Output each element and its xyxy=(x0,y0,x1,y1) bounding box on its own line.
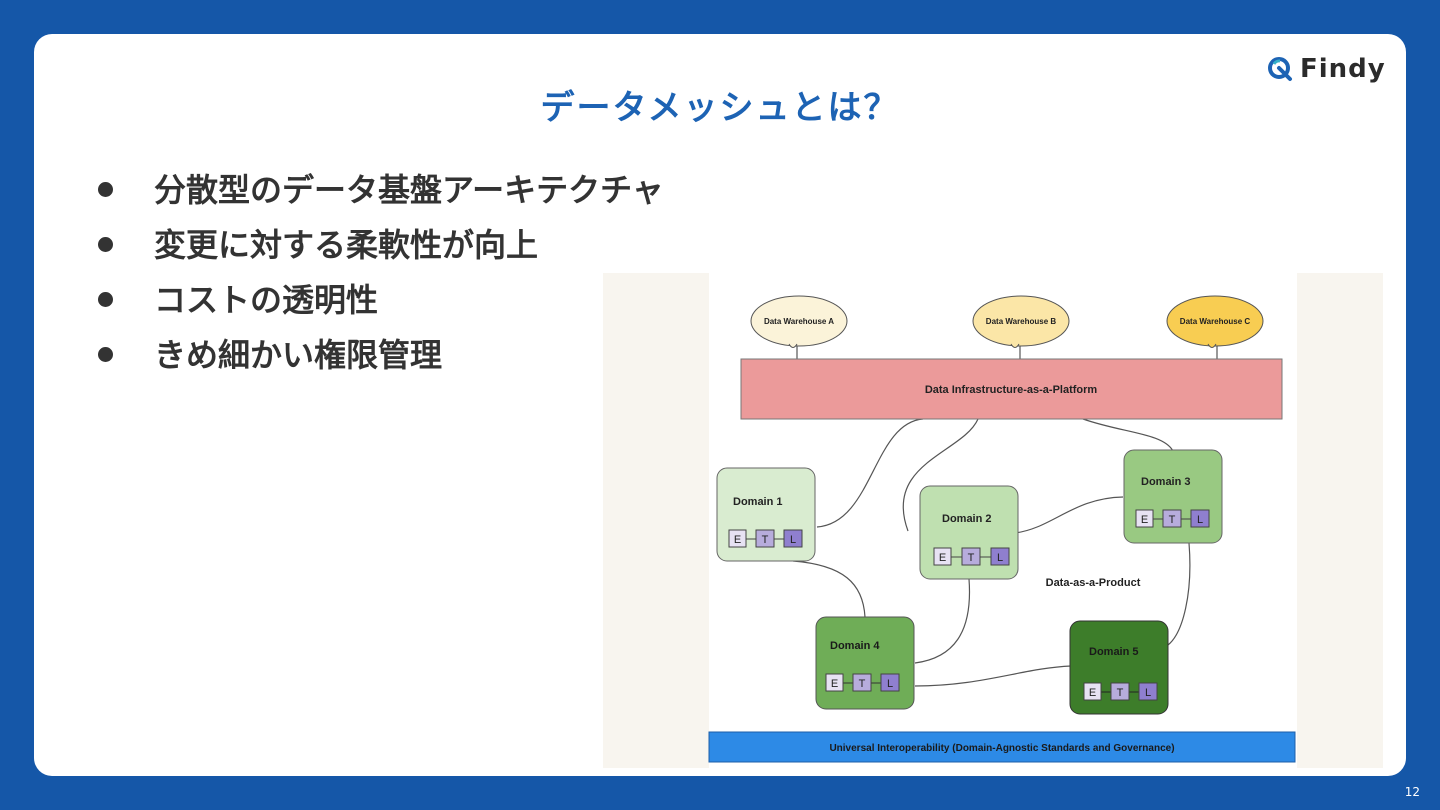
warehouse-a: Data Warehouse A xyxy=(750,295,848,348)
platform-box: Data Infrastructure-as-a-Platform xyxy=(740,358,1283,420)
domain-2: Domain 2 E T L xyxy=(919,485,1019,580)
etl-l: L xyxy=(997,552,1003,564)
page-number: 12 xyxy=(1404,785,1420,799)
governance-label: Universal Interoperability (Domain-Agnos… xyxy=(829,743,1174,754)
warehouse-c-label: Data Warehouse C xyxy=(1180,317,1251,326)
warehouse-a-label: Data Warehouse A xyxy=(764,317,834,326)
findy-logo-icon xyxy=(1268,57,1292,81)
etl-t: T xyxy=(762,534,769,546)
bullet-item: 分散型のデータ基盤アーキテクチャ xyxy=(96,168,664,223)
etl-e: E xyxy=(1141,514,1148,526)
warehouse-b-label: Data Warehouse B xyxy=(986,317,1057,326)
domain-1: Domain 1 E T L xyxy=(716,467,816,562)
etl-e: E xyxy=(734,534,741,546)
bullet-item: 変更に対する柔軟性が向上 xyxy=(96,223,664,278)
bullet-list: 分散型のデータ基盤アーキテクチャ 変更に対する柔軟性が向上 コストの透明性 きめ… xyxy=(96,168,664,388)
domain-3: Domain 3 E T L xyxy=(1123,449,1223,544)
governance-bar: Universal Interoperability (Domain-Agnos… xyxy=(708,731,1296,763)
etl-e: E xyxy=(939,552,946,564)
etl-e: E xyxy=(831,678,838,690)
platform-label: Data Infrastructure-as-a-Platform xyxy=(925,384,1098,396)
bullet-item: きめ細かい権限管理 xyxy=(96,333,664,388)
domain-3-label: Domain 3 xyxy=(1141,476,1191,488)
data-mesh-diagram: Data Warehouse A Data Warehouse B Data W… xyxy=(603,273,1383,768)
bullet-dot xyxy=(98,292,113,307)
warehouse-b: Data Warehouse B xyxy=(972,295,1070,348)
etl-t: T xyxy=(968,552,975,564)
bullet-text: コストの透明性 xyxy=(154,281,379,319)
domain-4-label: Domain 4 xyxy=(830,640,880,652)
bullet-text: 分散型のデータ基盤アーキテクチャ xyxy=(154,171,664,209)
etl-l: L xyxy=(1197,514,1203,526)
bullet-dot xyxy=(98,347,113,362)
bullet-dot xyxy=(98,237,113,252)
slide-title: データメッシュとは？ xyxy=(540,88,900,128)
bullet-text: きめ細かい権限管理 xyxy=(154,336,443,374)
etl-l: L xyxy=(1145,687,1151,699)
domain-1-label: Domain 1 xyxy=(733,496,783,508)
connection-lines xyxy=(792,344,1218,687)
etl-e: E xyxy=(1089,687,1096,699)
etl-l: L xyxy=(887,678,893,690)
bullet-text: 変更に対する柔軟性が向上 xyxy=(154,226,539,264)
product-label: Data-as-a-Product xyxy=(1046,577,1141,589)
bullet-dot xyxy=(98,182,113,197)
etl-t: T xyxy=(1117,687,1124,699)
domain-5-label: Domain 5 xyxy=(1089,646,1139,658)
domain-5: Domain 5 E T L xyxy=(1069,620,1169,715)
etl-t: T xyxy=(1169,514,1176,526)
findy-logo: Findy xyxy=(1266,54,1386,84)
domain-4: Domain 4 E T L xyxy=(815,616,915,710)
etl-l: L xyxy=(790,534,796,546)
logo-text: Findy xyxy=(1300,54,1386,84)
domain-2-label: Domain 2 xyxy=(942,513,992,525)
bullet-item: コストの透明性 xyxy=(96,278,664,333)
etl-t: T xyxy=(859,678,866,690)
warehouse-c: Data Warehouse C xyxy=(1166,295,1264,348)
